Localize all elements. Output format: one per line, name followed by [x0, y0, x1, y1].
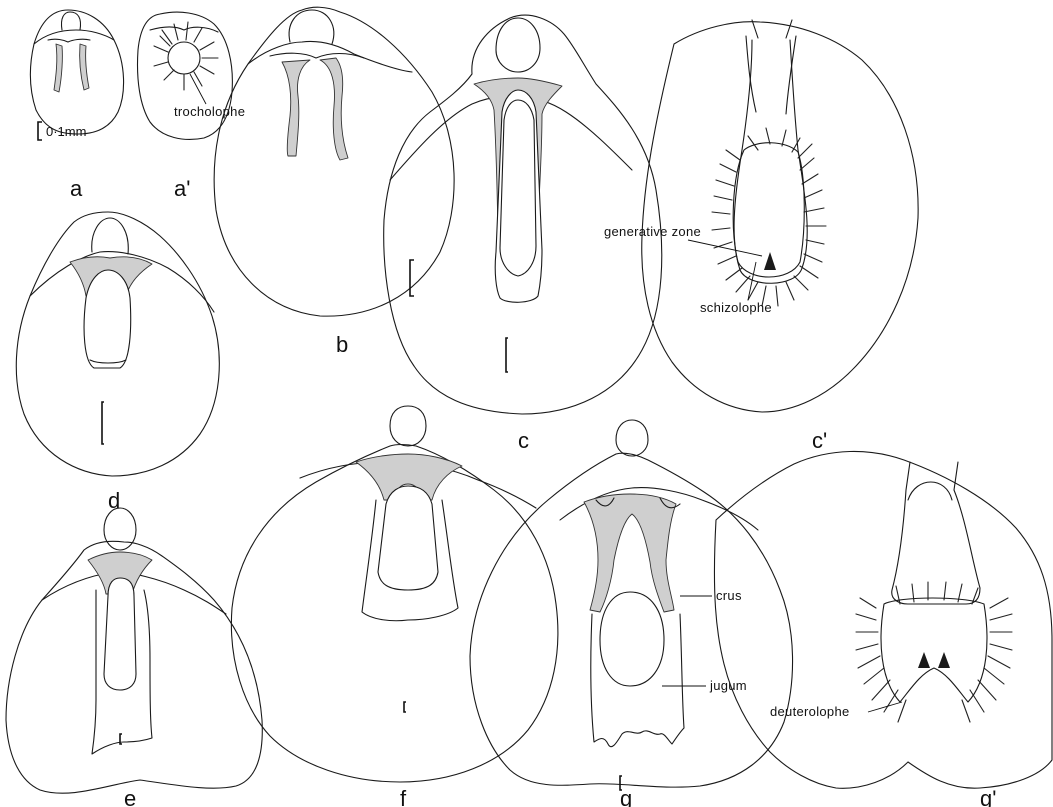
figure-c-prime: generative zone schizolophe [604, 20, 918, 412]
figure-c-prime-valve [642, 22, 918, 412]
figure-label-f: f [400, 786, 407, 807]
figure-label-c-prime: c' [812, 428, 827, 453]
figure-g-prime-loop [892, 490, 980, 604]
figure-f [231, 406, 558, 782]
deuterolophe [856, 582, 1012, 722]
figure-label-b: b [336, 332, 348, 357]
figure-f-loop [378, 486, 438, 590]
figure-c-prime-loop [734, 40, 807, 283]
figure-a: 0·1mm [30, 10, 123, 140]
scale-bar-label: 0·1mm [46, 124, 86, 139]
figure-a-valve [30, 10, 123, 134]
figure-label-g: g [620, 786, 632, 807]
figure-c [384, 15, 662, 414]
annotation-jugum: jugum [709, 678, 747, 693]
figure-g-loop [600, 592, 664, 686]
generative-zone-marker [764, 252, 776, 270]
figure-b [214, 7, 454, 316]
annotation-trocholophe: trocholophe [174, 104, 245, 119]
figure-g-prime-valve [714, 451, 1052, 788]
g-prime-gonad-marker [918, 652, 950, 668]
figure-g: crus jugum [470, 420, 793, 790]
trocholophe-tentacles [154, 22, 218, 90]
schizolophe [712, 128, 826, 306]
figure-e [6, 508, 262, 793]
figure-a-prime: trocholophe [138, 12, 246, 139]
annotation-crus: crus [716, 588, 742, 603]
figure-g-prime: deuterolophe [714, 451, 1052, 788]
figure-label-c: c [518, 428, 529, 453]
annotation-generative-zone: generative zone [604, 224, 701, 239]
annotation-deuterolophe: deuterolophe [770, 704, 850, 719]
figure-e-loop [104, 578, 136, 690]
figure-a-crura [54, 44, 89, 92]
figure-d [16, 212, 219, 476]
annotation-schizolophe: schizolophe [700, 300, 772, 315]
figure-d-loop [84, 270, 131, 368]
figure-b-crura [282, 58, 348, 160]
figure-label-a: a [70, 176, 83, 201]
figure-label-g-prime: g' [980, 786, 996, 807]
trocholophe-ring [168, 42, 200, 74]
figure-label-a-prime: a' [174, 176, 190, 201]
figure-label-e: e [124, 786, 136, 807]
figure-a-prime-valve [138, 12, 233, 139]
